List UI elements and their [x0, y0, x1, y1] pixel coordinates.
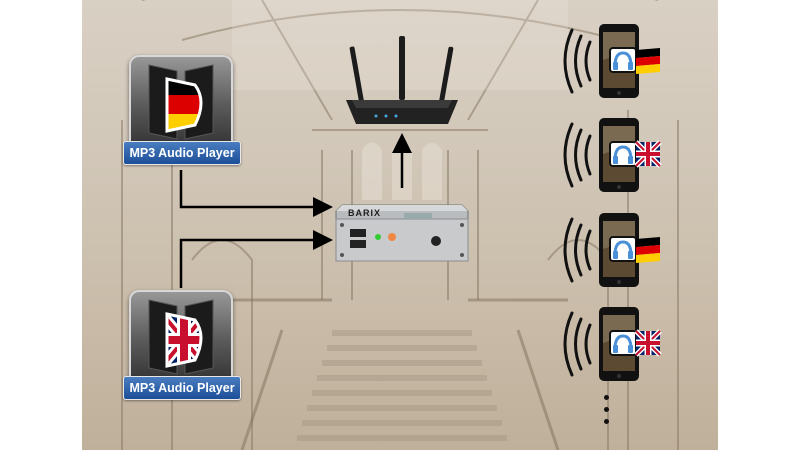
smartphone-1	[552, 20, 682, 102]
device-brand-label: BARIX	[348, 208, 382, 218]
mp3-player-english: MP3 Audio Player	[123, 290, 241, 402]
smartphone-4	[552, 303, 682, 385]
more-devices-ellipsis	[604, 395, 609, 431]
german-book-icon	[148, 64, 214, 140]
mp3-player-tile	[129, 55, 233, 153]
smartphone-2	[552, 114, 682, 196]
headphones-icon	[609, 236, 637, 262]
mp3-player-label: MP3 Audio Player	[123, 141, 241, 165]
barix-device-body	[335, 204, 469, 262]
uk-flag-icon	[634, 140, 662, 168]
mp3-player-tile	[129, 290, 233, 388]
headphones-icon	[609, 330, 637, 356]
wifi-waves-icon	[563, 28, 592, 94]
wifi-waves-icon	[563, 122, 592, 188]
wifi-waves-icon	[563, 217, 592, 283]
barix-audio-device: BARIX	[334, 197, 470, 267]
headphones-icon	[609, 47, 637, 73]
german-flag-icon	[636, 48, 660, 74]
mp3-player-label: MP3 Audio Player	[123, 376, 241, 400]
german-flag-icon	[636, 237, 660, 263]
wifi-router-icon	[346, 36, 458, 124]
mp3-player-german: MP3 Audio Player	[123, 55, 241, 167]
uk-book-icon	[148, 299, 214, 375]
smartphone-3	[552, 209, 682, 291]
headphones-icon	[609, 141, 637, 167]
wifi-waves-icon	[563, 311, 592, 377]
uk-flag-icon	[634, 329, 662, 357]
